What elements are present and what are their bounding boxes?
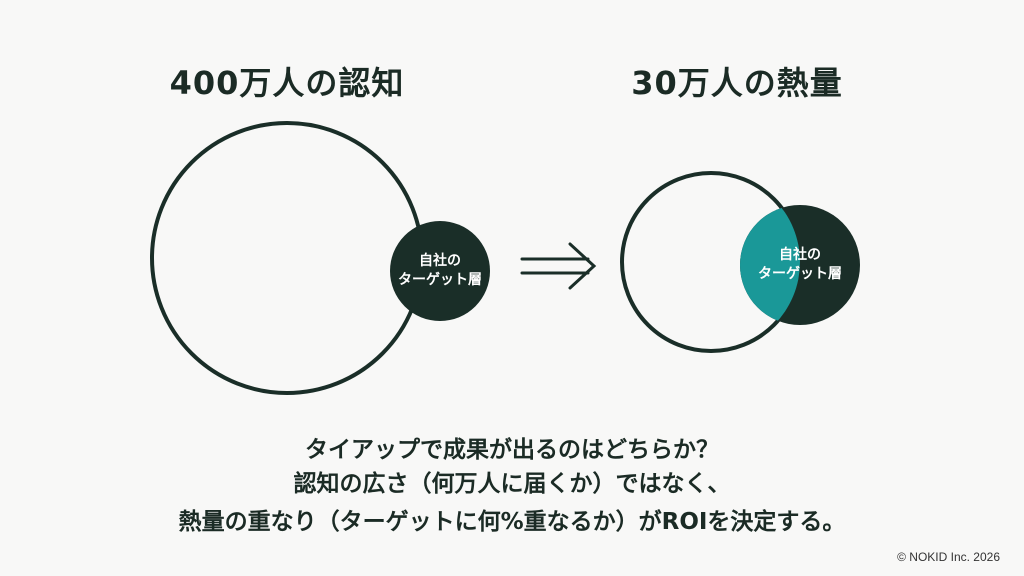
right-title: 30万人の熱量 <box>631 64 843 102</box>
message-line-3: 熱量の重なり（ターゲットに何%重なるか）がROIを決定する。 <box>178 509 846 535</box>
label-line: ターゲット層 <box>758 266 842 282</box>
label-line: ターゲット層 <box>398 272 482 288</box>
right-target-label: 自社の ターゲット層 <box>740 246 860 284</box>
target-circle-left <box>390 221 490 321</box>
left-title: 400万人の認知 <box>169 64 405 102</box>
message-line-2: 認知の広さ（何万人に届くか）ではなく、 <box>293 471 731 497</box>
copyright: © NOKID Inc. 2026 <box>897 550 1000 564</box>
left-target-label: 自社の ターゲット層 <box>380 252 500 290</box>
double-arrow-icon <box>520 242 597 290</box>
overlap-area <box>740 205 800 325</box>
label-line: 自社の <box>419 253 461 269</box>
message-line-1: タイアップで成果が出るのはどちらか？ <box>305 437 719 463</box>
label-line: 自社の <box>779 247 821 263</box>
